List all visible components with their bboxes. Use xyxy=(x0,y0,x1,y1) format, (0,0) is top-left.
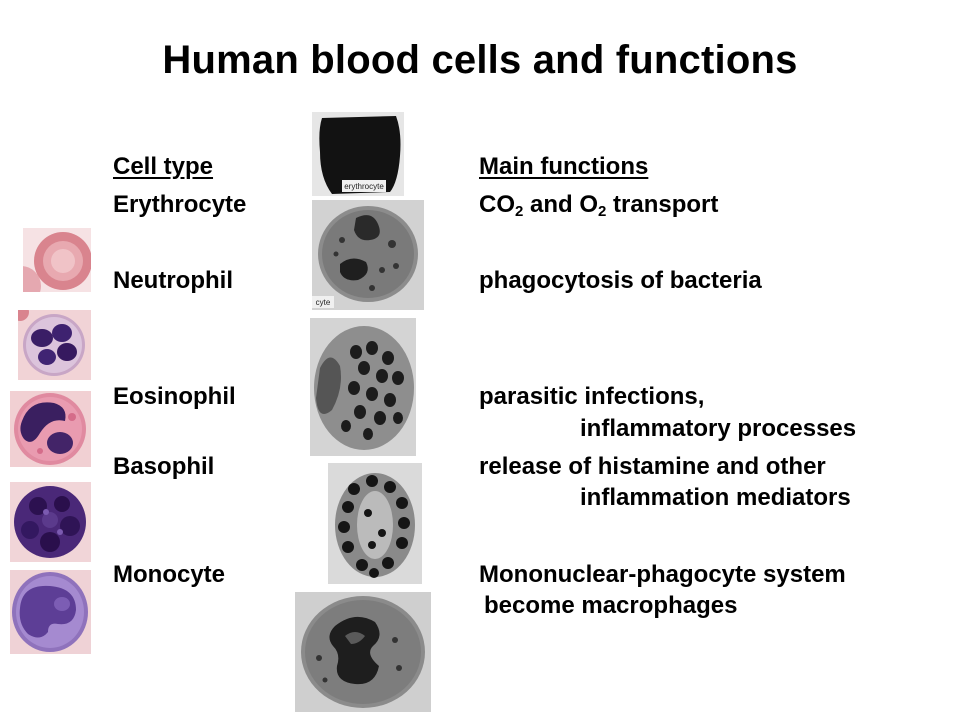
function-basophil-line1: release of histamine and other xyxy=(479,453,826,480)
em-label-neutrophil: cyte xyxy=(316,298,331,307)
em-label-erythrocyte: erythrocyte xyxy=(344,182,384,191)
neutrophil-electron-micrograph: cyte xyxy=(312,200,424,310)
function-eosinophil-line2: inflammatory processes xyxy=(580,415,857,442)
function-monocyte-line1: Mononuclear-phagocyte system xyxy=(479,561,846,588)
cell-name-neutrophil: Neutrophil xyxy=(113,267,233,294)
function-monocyte-line2: become macrophages xyxy=(484,592,738,619)
basophil-light-micrograph xyxy=(10,482,91,562)
erythrocyte-light-micrograph xyxy=(23,228,91,292)
function-eosinophil-line1: parasitic infections, xyxy=(479,383,705,410)
main-functions-header: Main functions xyxy=(479,153,649,180)
slide-title: Human blood cells and functions xyxy=(162,38,798,82)
erythrocyte-electron-micrograph: erythrocyte xyxy=(312,112,404,196)
cell-name-monocyte: Monocyte xyxy=(113,561,226,588)
cell-name-basophil: Basophil xyxy=(113,453,215,480)
cell-name-eosinophil: Eosinophil xyxy=(113,383,236,410)
function-erythrocyte: CO2 and O2 transport xyxy=(479,191,719,220)
eosinophil-light-micrograph xyxy=(10,391,91,467)
eosinophil-electron-micrograph xyxy=(310,318,416,456)
function-basophil-line2: inflammation mediators xyxy=(580,484,851,511)
function-neutrophil: phagocytosis of bacteria xyxy=(479,267,762,294)
cell-name-erythrocyte: Erythrocyte xyxy=(113,191,247,218)
monocyte-electron-micrograph xyxy=(295,592,431,712)
basophil-electron-micrograph xyxy=(328,463,422,584)
cell-type-header: Cell type xyxy=(113,153,214,180)
neutrophil-light-micrograph xyxy=(18,310,91,380)
monocyte-light-micrograph xyxy=(10,570,91,654)
